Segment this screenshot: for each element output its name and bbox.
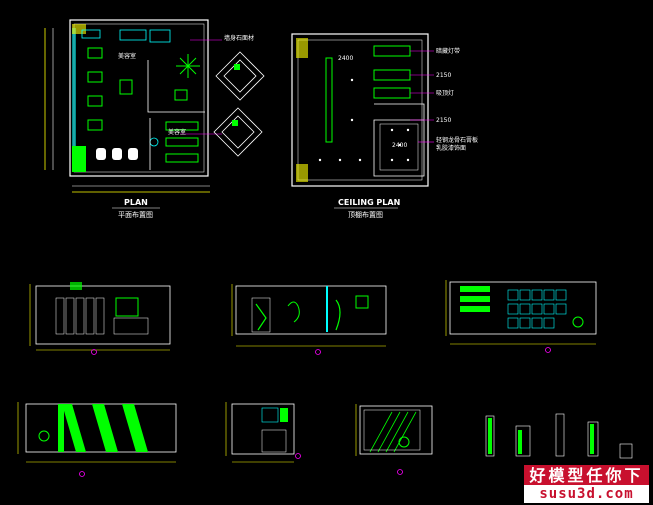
elevation-f [355, 404, 433, 475]
elevation-a [29, 282, 171, 355]
detail-sections [485, 413, 633, 459]
room-label-1: 美容室 [118, 52, 136, 60]
ceiling-height-2: 2400 [392, 142, 407, 149]
ceiling-note-1: 暗藏灯带 [436, 47, 460, 55]
ceiling-height-3: 2150 [436, 72, 451, 79]
ceiling-title: CEILING PLAN [338, 198, 400, 207]
ceiling-note-2: 吸顶灯 [436, 89, 454, 97]
watermark: 好模型任你下 susu3d.com [524, 465, 649, 503]
elevation-d [17, 402, 177, 477]
detail-fills [488, 418, 594, 454]
ceiling-plan: 2400 2400 2150 2150 暗藏灯带 吸顶灯 轻钢龙骨石膏板 乳胶漆… [291, 33, 478, 219]
elevation-b [231, 284, 387, 355]
elevation-c [445, 280, 597, 353]
plan-subtitle: 平面布置图 [118, 210, 153, 219]
ceiling-note-3: 轻钢龙骨石膏板 [436, 136, 478, 144]
ceiling-height-1: 2400 [338, 55, 353, 62]
floor-plan: 美容室 美容室 墙身石面材 PLAN 平面布置图 [44, 19, 265, 219]
ceiling-height-4: 2150 [436, 117, 451, 124]
ceiling-subtitle: 顶棚布置图 [348, 210, 383, 219]
watermark-slogan: 好模型任你下 [524, 465, 649, 487]
ceiling-note-4: 乳胶漆饰面 [436, 144, 466, 152]
plan-title: PLAN [124, 198, 148, 207]
watermark-url: susu3d.com [524, 485, 649, 503]
plan-note: 墙身石面材 [224, 34, 254, 42]
room-label-2: 美容室 [168, 128, 186, 136]
elevation-e [225, 402, 301, 463]
